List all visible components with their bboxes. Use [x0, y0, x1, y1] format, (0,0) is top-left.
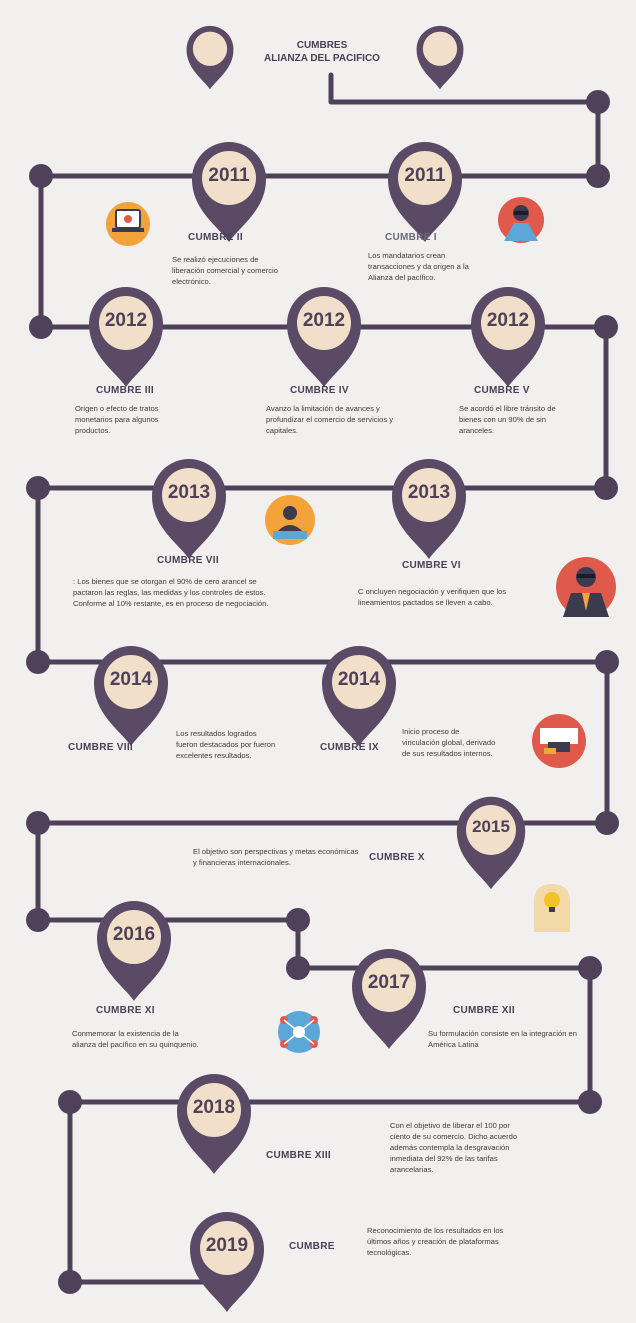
- title-cumbre-xiii: CUMBRE XIII: [266, 1150, 331, 1161]
- year-pin-2014-a: 2014: [90, 642, 172, 748]
- year-label: 2014: [337, 669, 381, 690]
- year-pin-2012-c: 2012: [467, 283, 549, 389]
- desc-cumbre-vi: C oncluyen negociación y verifiquen que …: [358, 587, 507, 607]
- desc-cumbre-ii: Se realizó ejecuciones de liberación com…: [172, 255, 278, 286]
- businessman-icon: [498, 197, 544, 243]
- year-label: 2012: [104, 310, 148, 331]
- desc-cumbre-i: Los mandatarios crean transacciones y da…: [368, 251, 469, 282]
- title-cumbre-xi: CUMBRE XI: [96, 1005, 155, 1016]
- year-pin-2017: 2017: [348, 945, 430, 1051]
- title-cumbre-i: CUMBRE I: [385, 232, 437, 243]
- title-cumbre-x: CUMBRE X: [369, 852, 425, 863]
- desc-cumbre-viii: Los resultados logrados fueron destacado…: [176, 729, 276, 760]
- year-label: 2012: [302, 310, 346, 331]
- header-pin-right: [414, 22, 466, 92]
- year-pin-2013-a: 2013: [148, 455, 230, 561]
- network-icon: [278, 1011, 320, 1053]
- year-label: 2013: [167, 482, 211, 503]
- title-cumbre-v: CUMBRE V: [474, 385, 530, 396]
- manager-icon: [556, 557, 616, 617]
- title-cumbre-ii: CUMBRE II: [188, 232, 243, 243]
- title-cumbre-xii: CUMBRE XII: [453, 1005, 515, 1016]
- year-label: 2016: [112, 924, 156, 945]
- year-label: 2015: [472, 817, 510, 836]
- header-title: CUMBRES ALIANZA DEL PACIFICO: [232, 39, 412, 65]
- desc-cumbre-xii: Su formulación consiste en la integració…: [428, 1029, 578, 1049]
- desc-cumbre: Reconocimiento de los resultados en los …: [367, 1226, 504, 1257]
- desc-cumbre-v: Se acordó el libre tránsito de bienes co…: [459, 404, 556, 435]
- year-label: 2012: [486, 310, 530, 331]
- year-pin-2012-a: 2012: [85, 283, 167, 389]
- year-pin-2011-b: 2011: [384, 138, 466, 244]
- idea-head-icon: [534, 884, 570, 932]
- year-pin-2013-b: 2013: [388, 455, 470, 561]
- desc-cumbre-ix: Inicio proceso de vinculación global, de…: [402, 727, 496, 758]
- desc-cumbre-x: El objetivo son perspectivas y metas eco…: [193, 847, 359, 867]
- handshake-icon: [532, 714, 586, 768]
- title-cumbre-vi: CUMBRE VI: [402, 560, 461, 571]
- desc-cumbre-iv: Avanzo la limitación de avances y profun…: [266, 404, 394, 435]
- title-cumbre-vii: CUMBRE VII: [157, 555, 219, 566]
- year-pin-2011-a: 2011: [188, 138, 270, 244]
- title-cumbre-iv: CUMBRE IV: [290, 385, 349, 396]
- desc-cumbre-vii: : Los bienes que se otorgan el 90% de ce…: [73, 577, 269, 608]
- header-pin-left: [184, 22, 236, 92]
- year-label: 2011: [208, 165, 250, 186]
- year-pin-2012-b: 2012: [283, 283, 365, 389]
- title-cumbre-iii: CUMBRE III: [96, 385, 154, 396]
- presenter-icon: [265, 495, 315, 545]
- year-label: 2019: [205, 1235, 249, 1256]
- laptop-icon: [106, 202, 150, 246]
- year-pin-2014-b: 2014: [318, 642, 400, 748]
- header-title-line2: ALIANZA DEL PACIFICO: [264, 53, 380, 64]
- desc-cumbre-iii: Origen o efecto de tratos monetarios par…: [75, 404, 159, 435]
- title-cumbre: CUMBRE: [289, 1241, 335, 1252]
- year-pin-2016: 2016: [93, 897, 175, 1003]
- title-cumbre-viii: CUMBRE VIII: [68, 742, 133, 753]
- year-pin-2019: 2019: [186, 1208, 268, 1314]
- year-pin-2018: 2018: [173, 1070, 255, 1176]
- year-label: 2014: [109, 669, 153, 690]
- year-label: 2017: [367, 972, 411, 993]
- desc-cumbre-xi: Conmemorar la existencia de la alianza d…: [72, 1029, 199, 1049]
- year-pin-2015: 2015: [453, 793, 529, 891]
- year-label: 2013: [407, 482, 451, 503]
- year-label: 2011: [404, 165, 446, 186]
- title-cumbre-ix: CUMBRE IX: [320, 742, 379, 753]
- year-label: 2018: [192, 1097, 236, 1118]
- header-title-line1: CUMBRES: [296, 40, 348, 51]
- desc-cumbre-xiii: Con el objetivo de liberar el 100 por ci…: [390, 1121, 518, 1174]
